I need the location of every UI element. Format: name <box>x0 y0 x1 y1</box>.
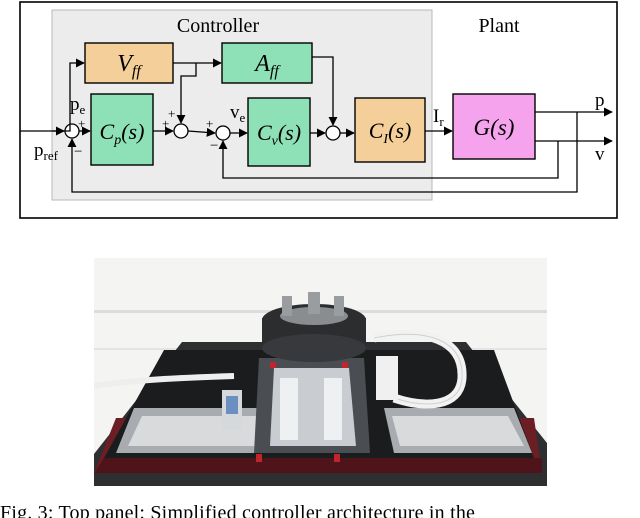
pref-label: pref <box>34 140 59 163</box>
p-output-label: p <box>595 90 605 111</box>
sign-plus-sum3: + <box>206 116 213 131</box>
cp-label: Cp(s) <box>100 119 145 148</box>
cv-block <box>247 97 311 167</box>
pe-label: pe <box>70 94 86 117</box>
outer-frame <box>19 1 618 219</box>
sign-minus-sum1: − <box>74 144 82 160</box>
g-block <box>452 93 536 160</box>
signal-wires <box>20 56 613 193</box>
plant-label: Plant <box>478 15 520 37</box>
hardware-photo <box>94 258 547 486</box>
ir-label: Ir <box>433 106 444 129</box>
aff-block <box>221 42 313 84</box>
figure-caption: Fig. 3: Top panel: Simplified controller… <box>0 502 476 518</box>
g-label: G(s) <box>474 115 515 140</box>
sum-junction-4 <box>325 125 341 141</box>
vff-label: Vff <box>117 51 143 80</box>
sign-plus-sum2-top: + <box>168 106 175 121</box>
sign-minus-sum3: − <box>210 138 218 154</box>
ci-label: CI(s) <box>369 118 412 147</box>
vff-block <box>84 42 174 84</box>
ci-block <box>354 97 426 163</box>
v-output-label: v <box>595 144 605 165</box>
controller-block-diagram: Controller Plant Vff Aff Cp(s) Cv(s) CI(… <box>19 1 618 219</box>
controller-label: Controller <box>177 15 260 37</box>
aff-label: Aff <box>253 51 281 80</box>
ve-label: ve <box>230 102 246 125</box>
sign-plus-sum2-left: + <box>162 116 169 131</box>
cv-label: Cv(s) <box>257 120 301 149</box>
cp-block <box>90 93 154 166</box>
sum-junction-2 <box>173 123 189 139</box>
sign-plus-sum1: + <box>78 116 85 131</box>
